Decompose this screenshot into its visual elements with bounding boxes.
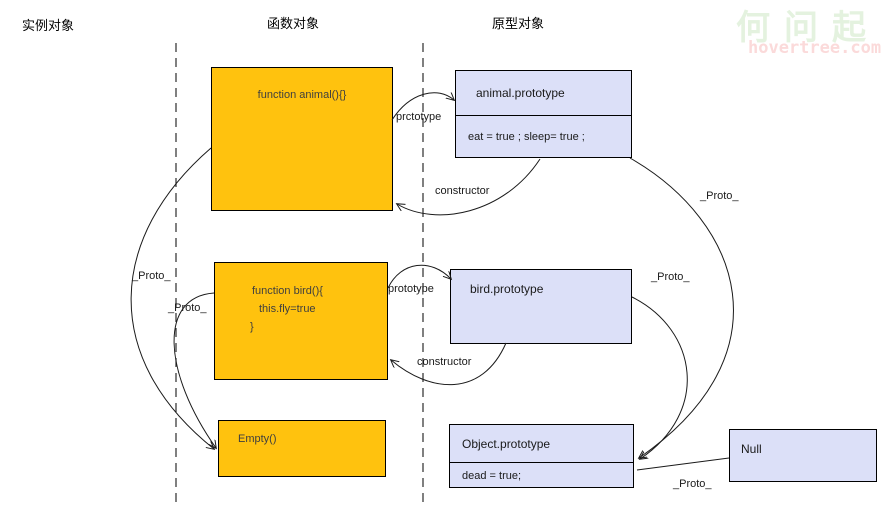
label-bird-prototype: prototype — [388, 283, 434, 295]
bird-prototype-box: bird.prototype — [450, 269, 632, 344]
null-box: Null — [729, 429, 877, 482]
empty-function-label: Empty() — [238, 433, 277, 445]
label-bird-constructor: constructor — [417, 356, 472, 368]
bird-function-line-2: this.fly=true — [259, 303, 316, 315]
animal-prototype-box: animal.prototype eat = true ; sleep= tru… — [455, 70, 632, 158]
edge-animal-proto-to-object-proto — [629, 157, 734, 458]
animal-function-label: function animal(){} — [257, 89, 347, 101]
edge-bird-proto-to-object-proto — [631, 296, 688, 459]
label-animal-proto-chain: _Proto_ — [700, 190, 739, 202]
column-label-function-objects: 函数对象 — [267, 16, 320, 31]
label-bird-fn-proto: _Proto_ — [168, 302, 207, 314]
watermark-subtitle: hovertree.com — [748, 38, 882, 58]
object-prototype-header: Object.prototype — [462, 436, 551, 451]
bird-function-line-1: function bird(){ — [252, 285, 323, 297]
edge-bird-fn-proto-to-empty — [173, 292, 216, 448]
label-bird-proto-chain: _Proto_ — [651, 271, 690, 283]
bird-function-line-3: } — [250, 321, 254, 333]
object-prototype-box: Object.prototype dead = true; — [449, 424, 634, 488]
label-animal-prototype: prctotype — [396, 111, 442, 123]
label-animal-fn-proto: _Proto_ — [132, 270, 171, 282]
animal-prototype-header: animal.prototype — [476, 86, 565, 100]
bird-prototype-header: bird.prototype — [470, 282, 544, 296]
null-label: Null — [741, 442, 762, 456]
label-animal-constructor: constructor — [435, 185, 490, 197]
bird-function-box: function bird(){ this.fly=true } — [214, 262, 388, 380]
animal-function-box: function animal(){} — [211, 67, 393, 211]
edge-animal-fn-proto-to-empty — [130, 147, 214, 449]
edge-object-proto-to-null — [636, 457, 730, 471]
animal-prototype-body: eat = true ; sleep= true ; — [456, 115, 631, 158]
label-object-proto-null: _Proto_ — [673, 478, 712, 490]
object-prototype-body: dead = true; — [450, 462, 633, 488]
column-label-prototype-objects: 原型对象 — [492, 16, 545, 31]
watermark-title: 何问起 — [736, 9, 880, 47]
empty-function-box: Empty() — [218, 420, 386, 477]
column-label-instance-objects: 实例对象 — [22, 18, 75, 33]
